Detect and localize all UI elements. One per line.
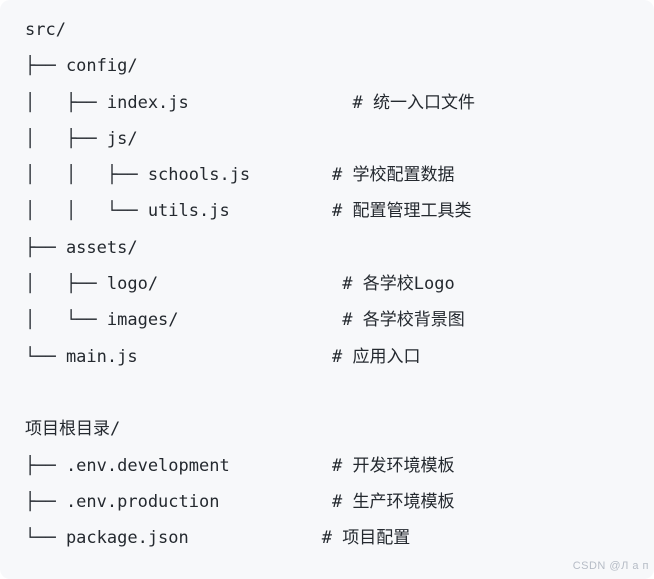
tree-line-assets: ├── assets/ bbox=[25, 237, 138, 258]
tree-line-js-dir: │ ├── js/ bbox=[25, 128, 138, 149]
tree-line-utils-js: │ │ └── utils.js # 配置管理工具类 bbox=[25, 201, 472, 222]
tree-line-package-json: └── package.json # 项目配置 bbox=[25, 528, 411, 549]
csdn-watermark: CSDN @Л a п bbox=[572, 560, 649, 572]
tree-line-main-js: └── main.js # 应用入口 bbox=[25, 346, 421, 367]
tree-line-logo-dir: │ ├── logo/ # 各学校Logo bbox=[25, 274, 455, 295]
tree-line-project-root: 项目根目录/ bbox=[25, 419, 121, 440]
tree-line-schools-js: │ │ ├── schools.js # 学校配置数据 bbox=[25, 165, 455, 186]
src-directory-tree: src/ ├── config/ │ ├── index.js # 统一入口文件… bbox=[25, 12, 644, 375]
tree-line-env-production: ├── .env.production # 生产环境模板 bbox=[25, 491, 455, 512]
project-root-tree: 项目根目录/ ├── .env.development # 开发环境模板 ├──… bbox=[25, 411, 644, 556]
tree-line-images-dir: │ └── images/ # 各学校背景图 bbox=[25, 310, 465, 331]
tree-line-env-development: ├── .env.development # 开发环境模板 bbox=[25, 455, 455, 476]
tree-line-config: ├── config/ bbox=[25, 56, 138, 77]
tree-line-index-js: │ ├── index.js # 统一入口文件 bbox=[25, 92, 475, 113]
tree-line-src-root: src/ bbox=[25, 20, 66, 40]
file-tree-code: src/ ├── config/ │ ├── index.js # 统一入口文件… bbox=[25, 12, 644, 556]
